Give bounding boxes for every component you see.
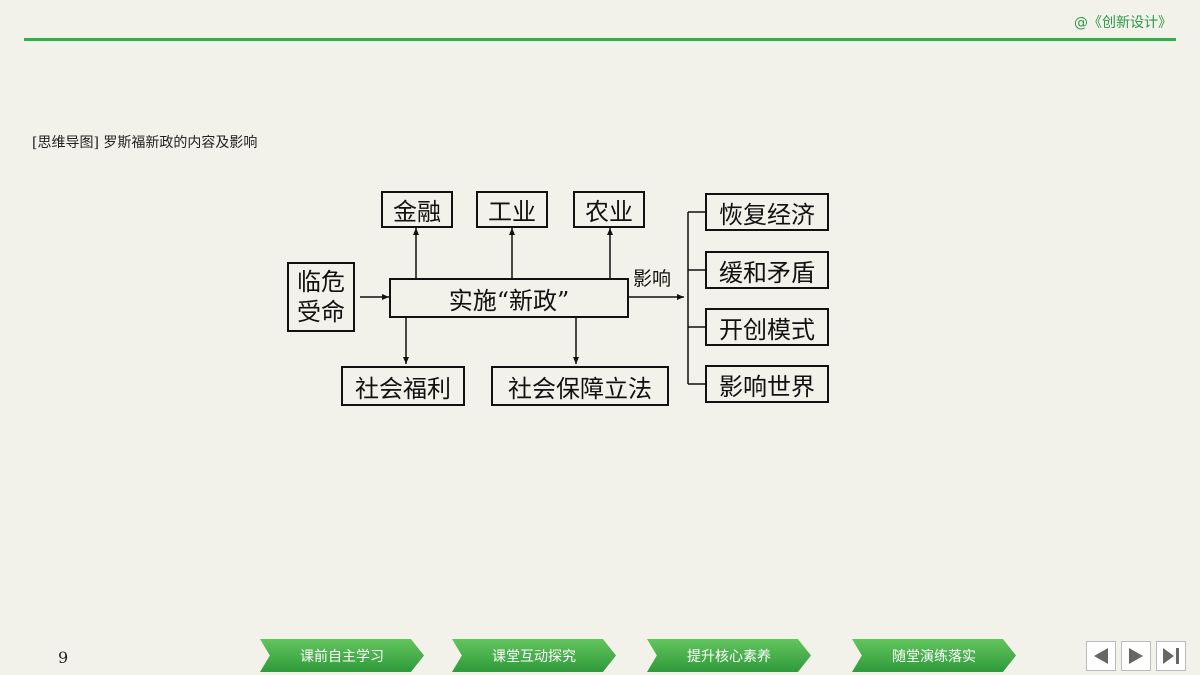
prev-icon [1094, 648, 1108, 664]
brand-label: @《创新设计》 [1074, 15, 1172, 31]
last-button[interactable] [1156, 641, 1186, 671]
top-box-industry: 工业 [476, 191, 548, 228]
bottom-label-welfare: 社会福利 [355, 374, 451, 403]
effect-label-recovery: 恢复经济 [719, 200, 815, 229]
top-label-finance: 金融 [393, 198, 441, 226]
origin-box: 临危 受命 [287, 262, 355, 332]
next-button[interactable] [1121, 641, 1151, 671]
center-label: 实施“新政” [448, 286, 570, 315]
top-label-industry: 工业 [488, 198, 536, 226]
header-divider [24, 38, 1176, 41]
next-icon [1129, 648, 1143, 664]
effect-label-model: 开创模式 [719, 315, 815, 344]
effect-box-ease: 缓和矛盾 [705, 251, 829, 289]
top-box-agriculture: 农业 [573, 191, 645, 228]
effect-box-recovery: 恢复经济 [705, 193, 829, 231]
last-icon [1163, 648, 1179, 664]
nav-practice-button[interactable]: 随堂演练落实 [852, 639, 1016, 672]
bottom-label-security: 社会保障立法 [508, 374, 652, 403]
page-number: 9 [58, 648, 69, 667]
bottom-box-security: 社会保障立法 [491, 366, 669, 406]
bottom-box-welfare: 社会福利 [341, 366, 465, 406]
page-caption: [思维导图] 罗斯福新政的内容及影响 [32, 135, 258, 151]
top-box-finance: 金融 [381, 191, 453, 228]
effect-box-model: 开创模式 [705, 308, 829, 346]
nav-preview-button[interactable]: 课前自主学习 [260, 639, 424, 672]
nav-interaction-button[interactable]: 课堂互动探究 [452, 639, 616, 672]
effect-label: 影响 [633, 268, 672, 290]
center-box: 实施“新政” [389, 278, 629, 318]
effect-box-world: 影响世界 [705, 365, 829, 403]
prev-button[interactable] [1086, 641, 1116, 671]
origin-label: 临危 受命 [297, 268, 345, 326]
effect-label-ease: 缓和矛盾 [719, 258, 815, 287]
top-label-agriculture: 农业 [585, 198, 633, 226]
effect-label-world: 影响世界 [719, 372, 815, 401]
nav-literacy-button[interactable]: 提升核心素养 [647, 639, 811, 672]
